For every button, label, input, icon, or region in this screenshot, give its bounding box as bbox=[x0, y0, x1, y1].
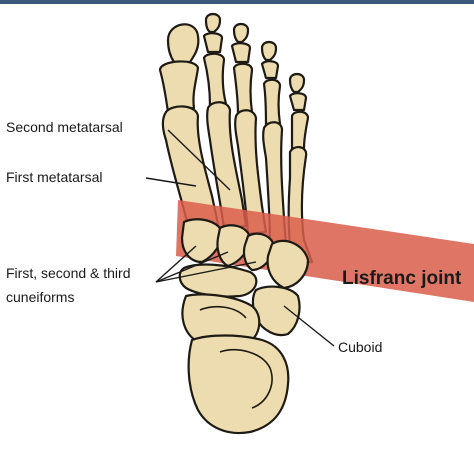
cuboid bbox=[251, 285, 301, 337]
first-cuneiform bbox=[180, 218, 224, 264]
navicular bbox=[178, 263, 258, 298]
label-lisfranc-joint: Lisfranc joint bbox=[342, 268, 462, 289]
big-toe-distal-phalanx bbox=[166, 23, 200, 64]
pointer-cuneiform-2 bbox=[155, 251, 229, 283]
fourth-toe-proximal bbox=[262, 78, 282, 128]
label-cuneiforms-line2: cuneiforms bbox=[6, 289, 75, 305]
phalanges bbox=[158, 12, 310, 152]
pointer-cuboid bbox=[283, 305, 335, 347]
fourth-toe-middle bbox=[260, 60, 280, 80]
third-cuneiform bbox=[242, 232, 276, 272]
cuboid-upper bbox=[266, 239, 310, 290]
fifth-toe-middle bbox=[288, 92, 308, 112]
pointer-second-metatarsal bbox=[167, 129, 231, 191]
pointer-cuneiform-3 bbox=[155, 261, 257, 283]
third-toe-distal bbox=[232, 22, 250, 44]
label-second-metatarsal: Second metatarsal bbox=[6, 119, 123, 135]
third-toe-middle bbox=[230, 42, 252, 64]
fifth-toe-proximal bbox=[290, 110, 310, 152]
big-toe-proximal-phalanx bbox=[158, 60, 200, 114]
label-first-metatarsal: First metatarsal bbox=[6, 169, 103, 185]
pointer-cuneiform-1 bbox=[155, 245, 197, 283]
pointer-lines bbox=[145, 129, 335, 347]
fourth-toe-distal bbox=[260, 40, 278, 62]
lisfranc-joint-band bbox=[176, 200, 474, 302]
second-toe-distal bbox=[204, 12, 222, 34]
tarsals bbox=[178, 218, 310, 435]
talus-contour bbox=[199, 305, 247, 319]
pointer-first-metatarsal bbox=[145, 177, 197, 187]
calcaneus-contour bbox=[219, 348, 273, 409]
second-toe-middle bbox=[202, 32, 224, 54]
label-cuboid: Cuboid bbox=[338, 339, 383, 355]
third-toe-proximal bbox=[232, 62, 254, 116]
fifth-toe-distal bbox=[288, 72, 306, 94]
top-bar bbox=[0, 0, 474, 4]
second-cuneiform bbox=[216, 224, 252, 268]
label-cuneiforms-line1: First, second & third bbox=[6, 265, 131, 281]
second-toe-proximal bbox=[202, 52, 228, 108]
